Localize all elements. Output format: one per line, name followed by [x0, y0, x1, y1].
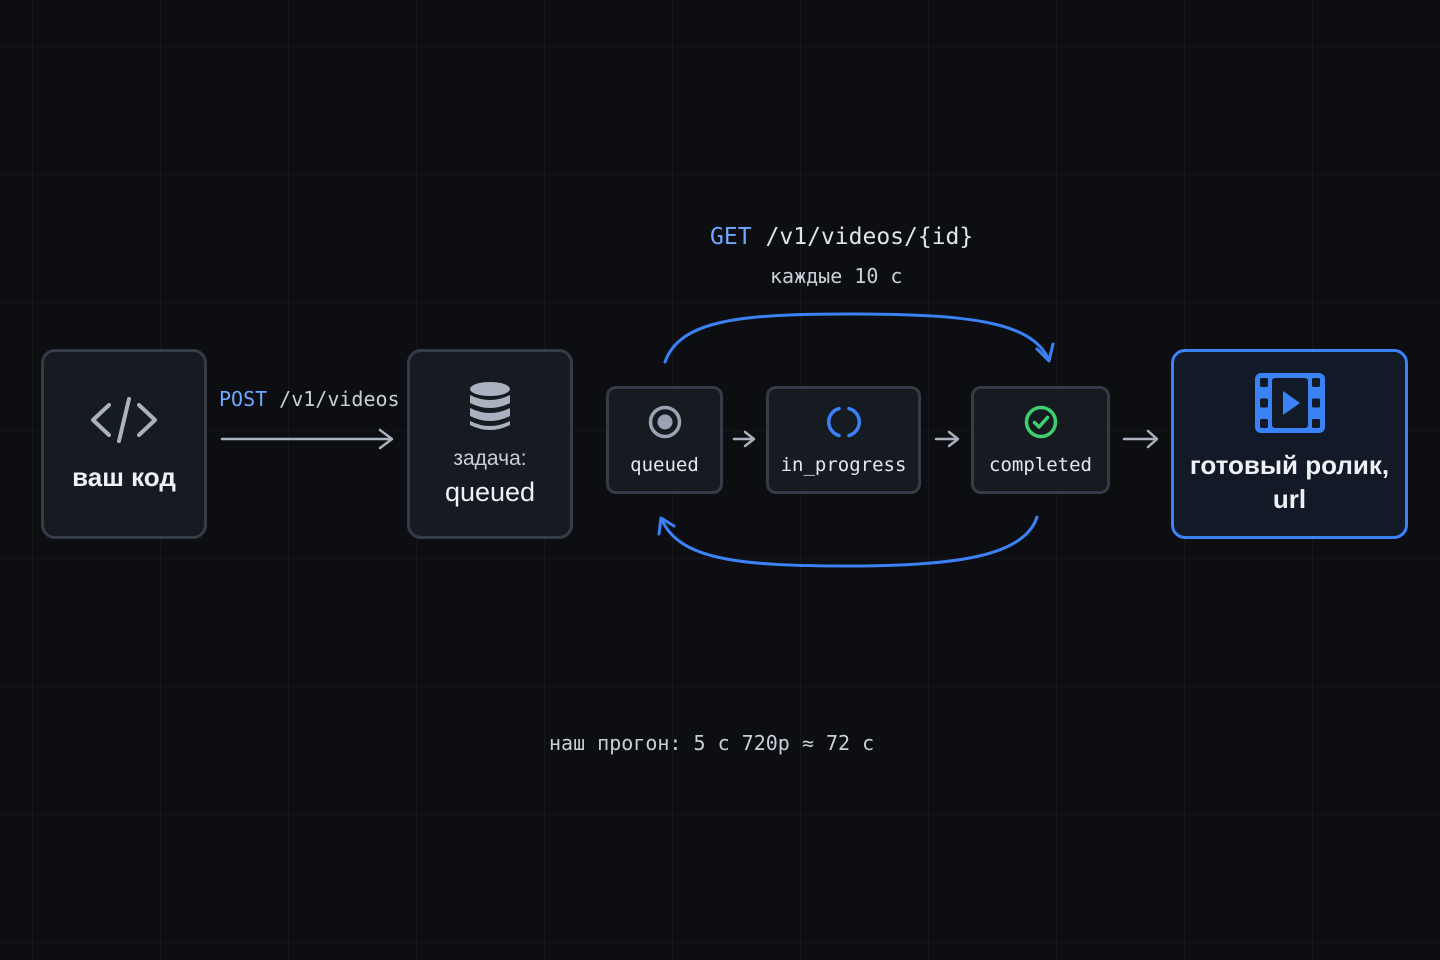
- post-path: /v1/videos: [279, 387, 400, 411]
- status-completed-label: completed: [989, 454, 1092, 476]
- result-node: готовый ролик, url: [1171, 349, 1408, 539]
- your-code-label: ваш код: [72, 461, 176, 492]
- footer-note: наш прогон: 5 с 720p ≈ 72 с: [549, 731, 875, 755]
- arrow-completed-to-result: [1122, 429, 1159, 449]
- status-in-progress-label: in_progress: [780, 454, 907, 476]
- your-code-node: ваш код: [41, 349, 207, 539]
- status-completed-node: completed: [971, 386, 1110, 494]
- arrow-queued-to-in-progress: [732, 430, 756, 448]
- poll-interval: каждые 10 с: [770, 264, 903, 288]
- status-in-progress-node: in_progress: [766, 386, 921, 494]
- status-queued-label: queued: [630, 454, 699, 476]
- check-circle-icon: [1024, 405, 1057, 439]
- poll-path: /v1/videos/{id}: [765, 224, 974, 250]
- task-label-main: queued: [444, 476, 536, 507]
- film-icon: [1254, 373, 1325, 433]
- poll-method: GET: [710, 224, 752, 250]
- arrow-in-progress-to-completed: [934, 430, 960, 448]
- result-label: готовый ролик, url: [1189, 450, 1390, 514]
- code-icon: [91, 396, 157, 443]
- radio-dot-icon: [648, 405, 681, 439]
- post-request-label: POST/v1/videos: [219, 387, 400, 411]
- poll-request-label: GET/v1/videos/{id}: [710, 224, 973, 250]
- task-label-top: задача:: [453, 446, 527, 470]
- task-node: задача: queued: [407, 349, 573, 539]
- post-method: POST: [219, 387, 268, 411]
- status-queued-node: queued: [606, 386, 723, 494]
- poll-arc-bottom: [657, 515, 1039, 568]
- spinner-icon: [826, 406, 861, 438]
- poll-arc-top: [663, 312, 1055, 364]
- database-icon: [470, 381, 510, 430]
- post-arrow: [220, 428, 394, 450]
